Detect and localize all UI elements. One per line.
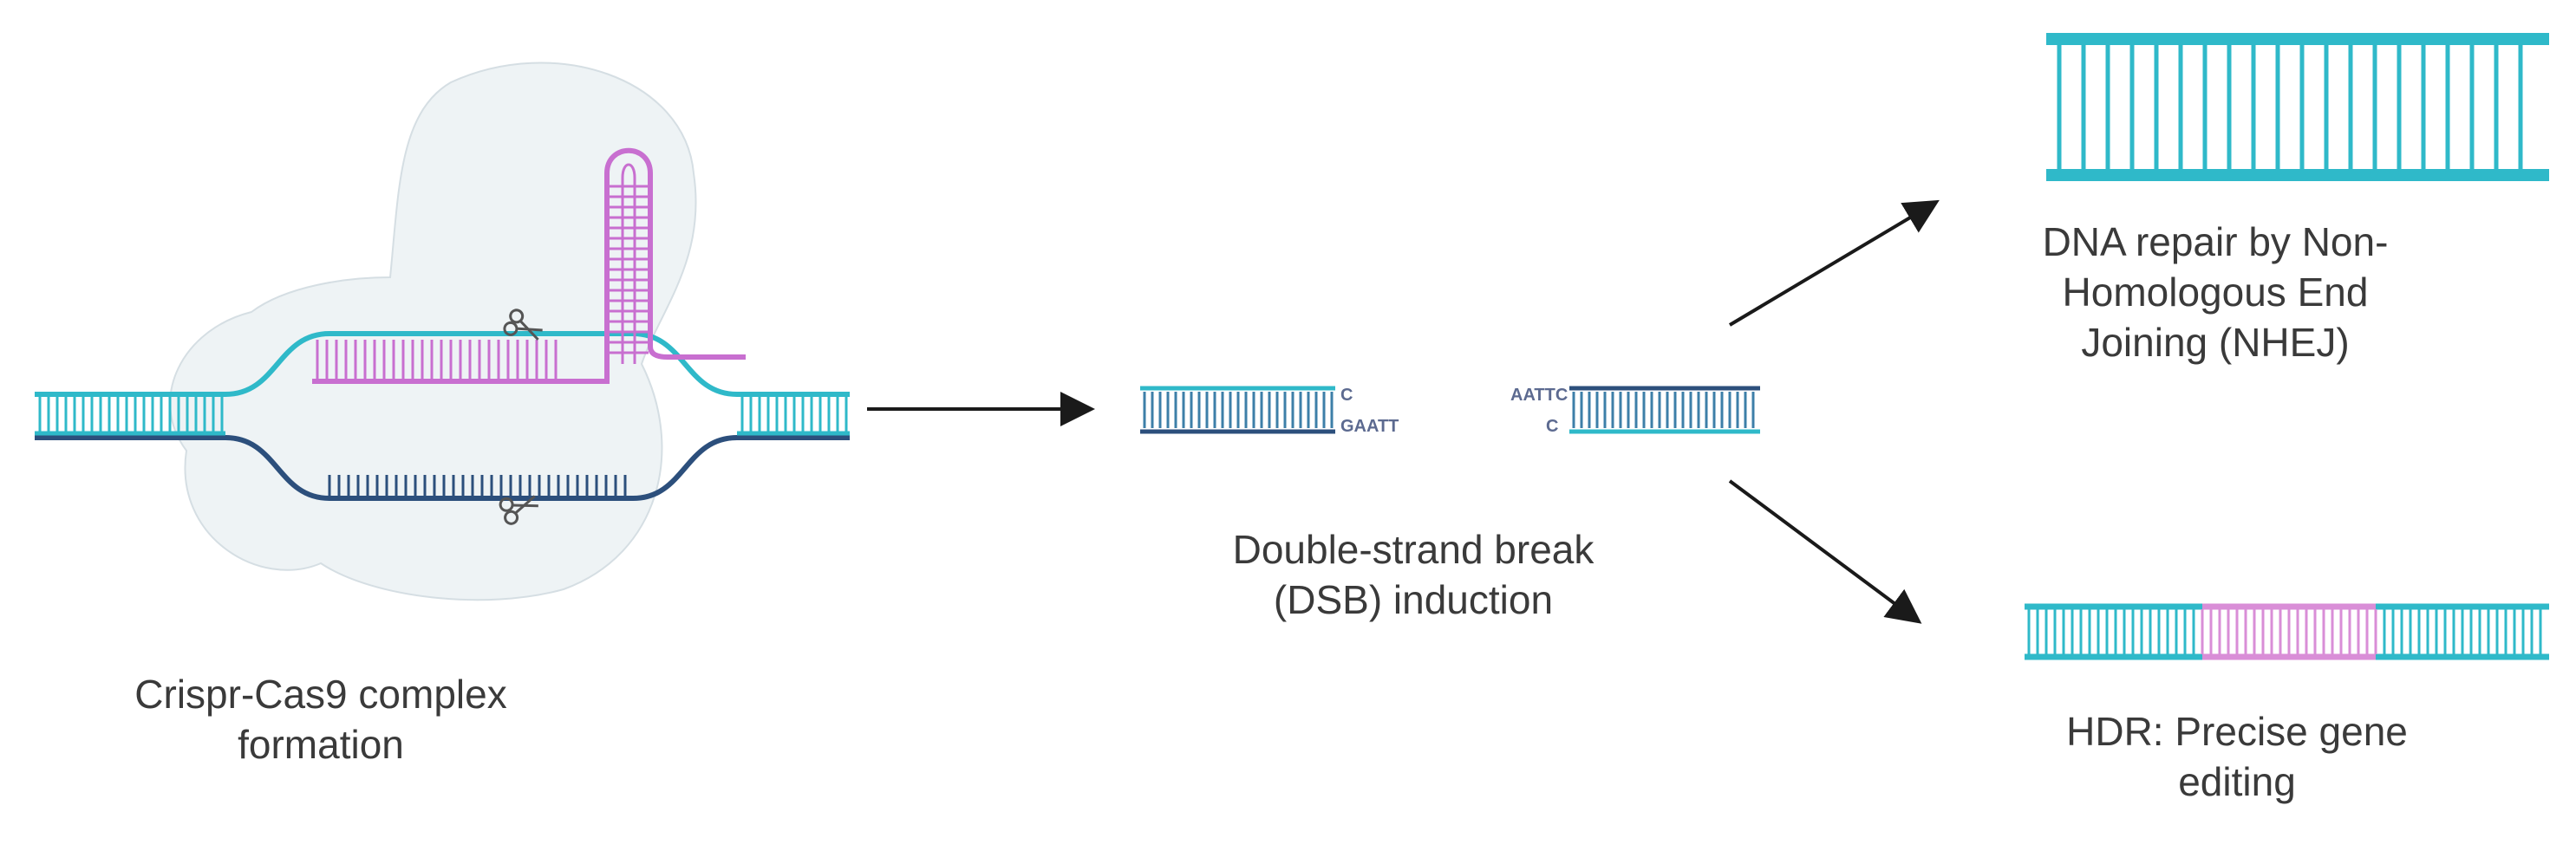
caption-line: Homologous End (2062, 270, 2369, 315)
guide-rna-hairpin-pairs (609, 185, 649, 354)
dsb-left-fragment: C GAATT (1140, 386, 1399, 436)
nhej-repaired-dna (2046, 33, 2549, 181)
sticky-end-right-top: AATTC (1510, 386, 1568, 405)
caption-line: editing (2178, 759, 2296, 804)
scissors-icon (499, 495, 538, 525)
caption-line: Crispr-Cas9 complex (134, 672, 507, 717)
caption-line: Joining (NHEJ) (2081, 320, 2350, 365)
scissors-icon (503, 309, 543, 341)
sticky-end-left-bottom: GAATT (1340, 417, 1399, 436)
caption-line: (DSB) induction (1273, 577, 1554, 622)
arrow-to-hdr (1728, 479, 1922, 624)
caption-line: formation (238, 722, 404, 767)
dna-complex (35, 331, 850, 501)
caption-dsb-induction: Double-strand break (DSB) induction (1110, 524, 1717, 625)
dna-bottom-strand (35, 435, 850, 501)
guide-rna (312, 147, 746, 384)
base-pairs-right (740, 397, 848, 432)
dna-top-strand (35, 331, 850, 397)
dsb-right-fragment: AATTC C (1510, 386, 1760, 436)
caption-hdr-editing: HDR: Precise gene editing (1994, 706, 2480, 807)
arrow-to-nhej (1728, 199, 1940, 327)
base-pairs-bottom-bubble (328, 475, 627, 496)
sticky-end-right-bottom: C (1546, 417, 1558, 436)
base-pairs-left (38, 397, 224, 432)
sticky-end-left-top: C (1340, 386, 1353, 405)
caption-line: DNA repair by Non- (2042, 219, 2389, 264)
hdr-edited-dna (2025, 603, 2549, 660)
caption-line: HDR: Precise gene (2066, 709, 2408, 754)
caption-line: Double-strand break (1232, 527, 1595, 572)
caption-nhej-repair: DNA repair by Non- Homologous End Joinin… (1968, 217, 2462, 367)
guide-rna-pairs (316, 340, 558, 379)
caption-complex-formation: Crispr-Cas9 complex formation (43, 669, 598, 770)
